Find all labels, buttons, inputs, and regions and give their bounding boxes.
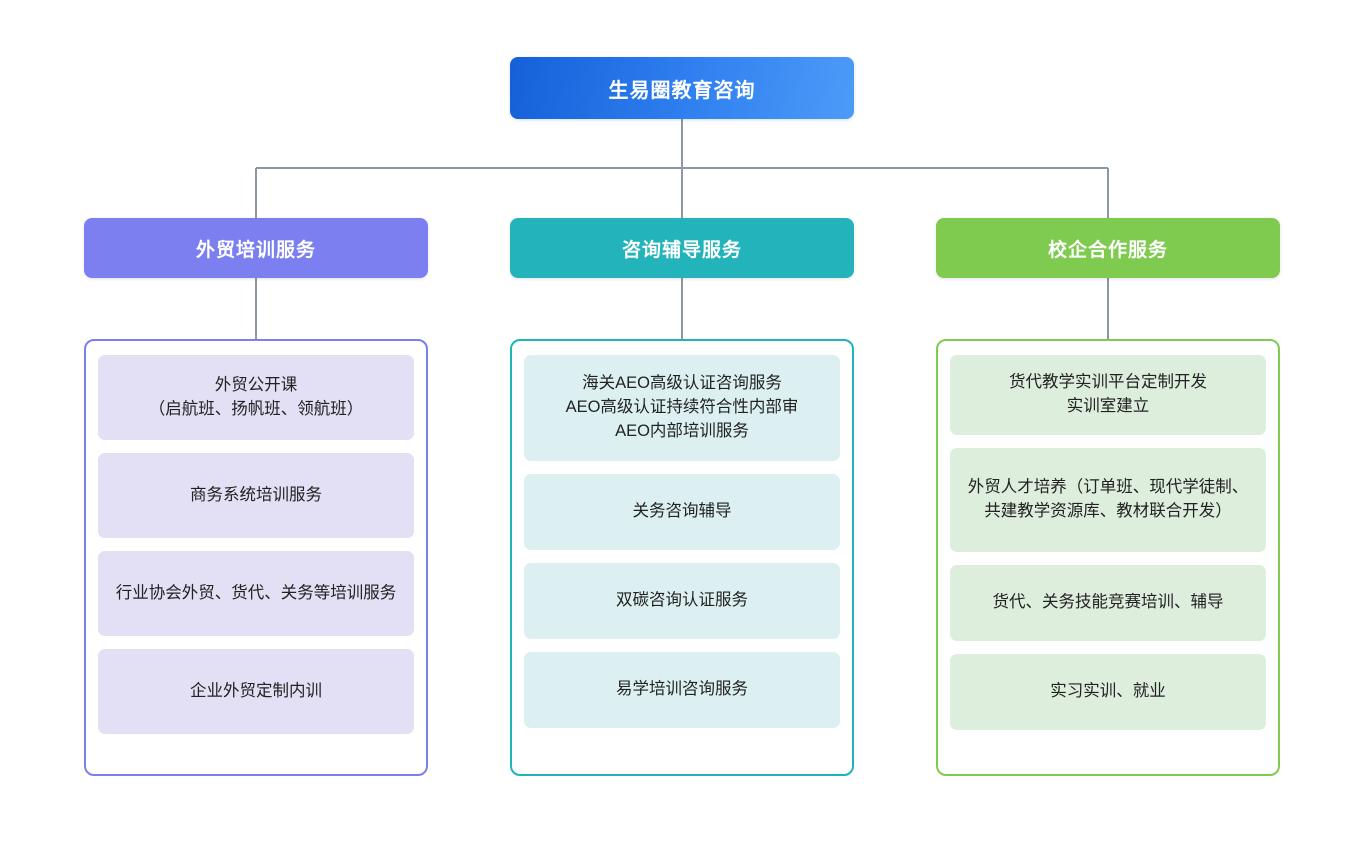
branch-header-外贸培训服务[interactable]: 外贸培训服务 [84, 218, 428, 278]
leaf-item[interactable]: 关务咨询辅导 [524, 474, 840, 550]
leaf-item[interactable]: 企业外贸定制内训 [98, 649, 414, 734]
leaf-item[interactable]: 易学培训咨询服务 [524, 652, 840, 728]
branch-panel-外贸培训服务: 外贸公开课 （启航班、扬帆班、领航班） 商务系统培训服务 行业协会外贸、货代、关… [84, 339, 428, 776]
leaf-item[interactable]: 海关AEO高级认证咨询服务 AEO高级认证持续符合性内部审 AEO内部培训服务 [524, 355, 840, 461]
leaf-item[interactable]: 实习实训、就业 [950, 654, 1266, 730]
branch-header-咨询辅导服务[interactable]: 咨询辅导服务 [510, 218, 854, 278]
root-node-label: 生易圈教育咨询 [608, 79, 756, 102]
leaf-item[interactable]: 货代、关务技能竞赛培训、辅导 [950, 565, 1266, 641]
leaf-item[interactable]: 商务系统培训服务 [98, 453, 414, 538]
root-node[interactable]: 生易圈教育咨询 [510, 57, 854, 119]
branch-header-label: 咨询辅导服务 [621, 239, 742, 261]
branch-header-label: 校企合作服务 [1047, 239, 1168, 261]
branch-panel-校企合作服务: 货代教学实训平台定制开发 实训室建立 外贸人才培养（订单班、现代学徒制、共建教学… [936, 339, 1280, 776]
leaf-item[interactable]: 双碳咨询认证服务 [524, 563, 840, 639]
branch-panel-咨询辅导服务: 海关AEO高级认证咨询服务 AEO高级认证持续符合性内部审 AEO内部培训服务 … [510, 339, 854, 776]
leaf-item[interactable]: 货代教学实训平台定制开发 实训室建立 [950, 355, 1266, 435]
leaf-item[interactable]: 外贸公开课 （启航班、扬帆班、领航班） [98, 355, 414, 440]
leaf-item[interactable]: 行业协会外贸、货代、关务等培训服务 [98, 551, 414, 636]
branch-header-label: 外贸培训服务 [195, 239, 316, 261]
branch-header-校企合作服务[interactable]: 校企合作服务 [936, 218, 1280, 278]
leaf-item[interactable]: 外贸人才培养（订单班、现代学徒制、共建教学资源库、教材联合开发） [950, 448, 1266, 552]
